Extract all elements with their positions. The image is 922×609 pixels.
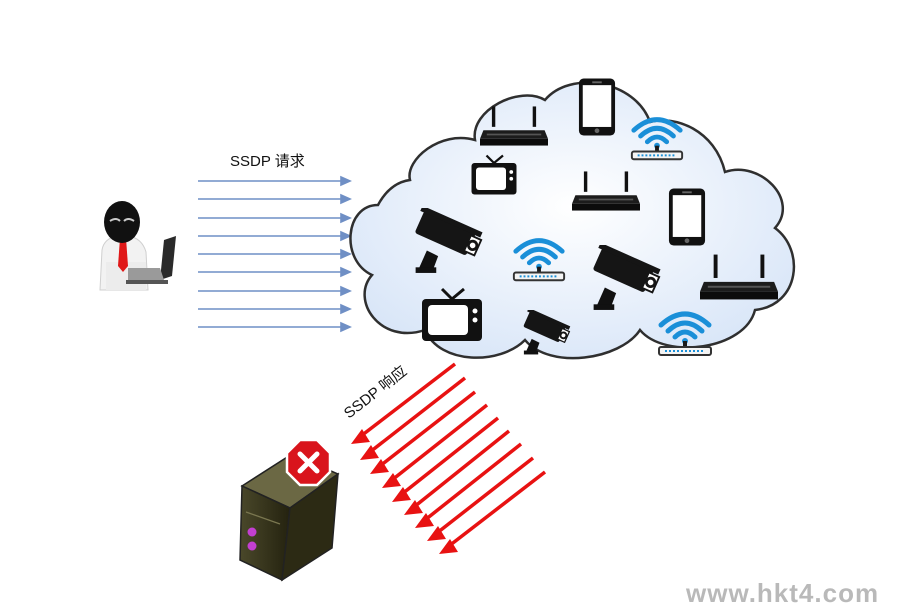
ssdp-request-arrows <box>198 175 352 333</box>
laptop-icon <box>126 236 176 284</box>
smartphone-icon <box>668 188 706 246</box>
attacker-icon <box>99 201 149 291</box>
ssdp-request-label: SSDP 请求 <box>230 153 305 170</box>
ssdp-response-arrows <box>351 362 547 554</box>
watermark: www.hkt4.com <box>686 578 880 608</box>
smartphone-icon <box>578 78 616 136</box>
stop-badge-icon <box>285 438 332 487</box>
iot-device-cloud <box>349 81 796 360</box>
